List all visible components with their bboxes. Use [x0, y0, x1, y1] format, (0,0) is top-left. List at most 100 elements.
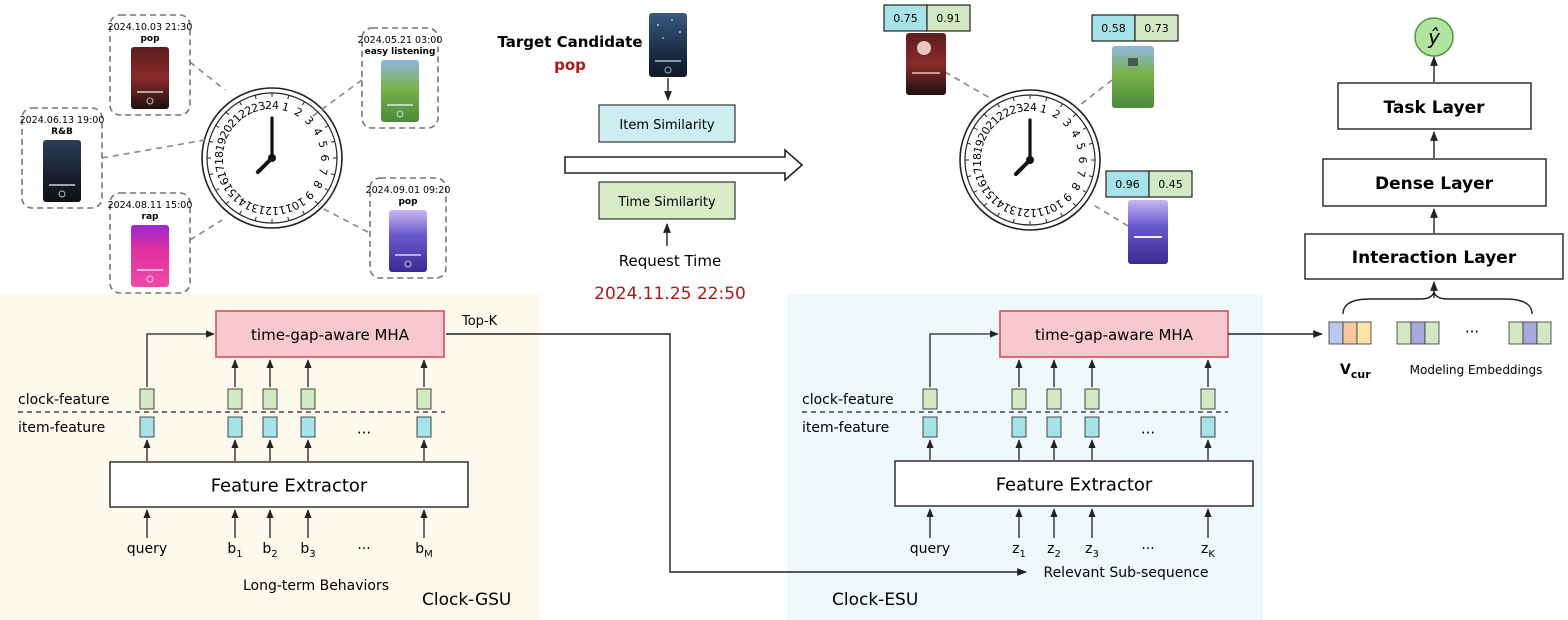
clock-number: 10 — [289, 194, 308, 212]
item-feature-square — [139, 416, 155, 438]
module-caption: Long-term Behaviors — [243, 578, 389, 594]
clock-feature-square — [139, 388, 155, 410]
item-similarity-score: 0.96 — [1115, 178, 1140, 191]
clock-number: 14 — [994, 196, 1013, 214]
clock-number: 20 — [975, 124, 993, 143]
clock-number: 6 — [318, 155, 331, 162]
mha-label: time-gap-aware MHA — [1035, 326, 1194, 344]
y-hat-output — [1414, 17, 1454, 57]
history-card-time: 2024.08.11 15:00 — [108, 200, 193, 211]
clock-feature-square — [1046, 388, 1062, 410]
input-label: z1 — [1012, 541, 1026, 560]
album-cover-pop-icon — [131, 47, 169, 109]
input-label: z3 — [1085, 541, 1099, 560]
clock-feature-square — [416, 388, 432, 410]
embeddings-ellipsis: ··· — [1465, 323, 1479, 341]
item-feature-square — [1084, 416, 1100, 438]
clock-number: 6 — [1076, 157, 1089, 164]
clock-number: 11 — [277, 201, 294, 217]
modeling-embedding-1 — [1396, 321, 1440, 345]
left-dashed-connectors — [101, 61, 369, 241]
item-feature-square — [922, 416, 938, 438]
item-similarity-score: 0.75 — [893, 12, 918, 25]
right-album-cover-purple-icon — [1128, 200, 1168, 264]
feature-extractor-label: Feature Extractor — [211, 476, 368, 497]
item-feature-label: item-feature — [802, 420, 889, 436]
album-cover-dark-icon — [43, 140, 81, 202]
mha-box — [999, 310, 1229, 358]
modeling-embedding-2 — [1508, 321, 1552, 345]
clock-number: 1 — [1039, 102, 1049, 116]
feature-extractor-box — [894, 460, 1254, 507]
target-candidate-label: Target Candidate — [497, 33, 642, 51]
mha-label: time-gap-aware MHA — [251, 326, 410, 344]
top-k-label: Top-K — [461, 314, 498, 329]
clock-number: 10 — [1047, 196, 1066, 214]
clock-number: 22 — [994, 105, 1013, 123]
time-similarity-score: 0.45 — [1158, 178, 1183, 191]
input-label: bM — [415, 541, 433, 560]
similarity-score-pair: 0.96 0.45 — [1105, 170, 1193, 198]
target-album-cover-starry-icon — [649, 13, 687, 77]
input-label: z2 — [1047, 541, 1061, 560]
input-label: ··· — [357, 541, 370, 557]
time-similarity-score: 0.73 — [1144, 22, 1169, 35]
request-time-value: 2024.11.25 22:50 — [594, 284, 746, 304]
dense-layer-box — [1322, 158, 1547, 207]
clock-feature-square — [227, 388, 243, 410]
clock-feature-square — [922, 388, 938, 410]
clock-number: 19 — [971, 138, 987, 155]
task-layer-box — [1337, 82, 1532, 130]
clock-number: 23 — [250, 99, 267, 115]
clock-number: 24 — [1023, 101, 1037, 114]
clock-number: 20 — [217, 122, 235, 141]
input-label: b2 — [262, 541, 277, 560]
clock-number: 14 — [236, 194, 255, 212]
task-layer-label: Task Layer — [1384, 98, 1486, 118]
interaction-layer-box — [1304, 233, 1564, 280]
clock-feature-square — [1200, 388, 1216, 410]
clock-number: 19 — [213, 136, 229, 153]
history-card-time: 2024.10.03 21:30 — [108, 22, 193, 33]
time-similarity-box — [598, 181, 736, 220]
input-label: query — [910, 541, 950, 557]
top-k-connector — [446, 333, 1027, 576]
clock-feature-label: clock-feature — [18, 392, 110, 408]
history-card-genre: rap — [142, 212, 160, 222]
feature-extractor-label: Feature Extractor — [996, 475, 1153, 496]
album-cover-landscape-icon — [381, 60, 419, 122]
clock-number: 18 — [971, 153, 984, 167]
clock-number: 22 — [236, 103, 255, 121]
right-album-cover-pop-icon — [906, 33, 946, 95]
clock-feature-square — [1084, 388, 1100, 410]
clock-number: 11 — [1035, 203, 1052, 219]
module-caption: Relevant Sub-sequence — [1043, 565, 1208, 581]
y-hat-label: ŷ — [1427, 25, 1441, 49]
history-card-genre: pop — [398, 197, 418, 207]
clock-number: 18 — [213, 151, 226, 165]
history-card: 2024.06.13 19:00R&B — [20, 107, 105, 209]
time-similarity-label: Time Similarity — [617, 195, 716, 210]
clock-number: 23 — [1008, 101, 1025, 117]
transition-arrow — [564, 148, 804, 182]
clock-number: 17 — [213, 163, 229, 180]
request-time-label: Request Time — [619, 252, 721, 270]
item-similarity-box — [598, 104, 736, 143]
clock-number: 5 — [1074, 141, 1088, 151]
item-feature-label: item-feature — [18, 420, 105, 436]
history-card-genre: pop — [140, 34, 160, 44]
input-label: b1 — [227, 541, 242, 560]
clock-number: 16 — [975, 177, 993, 196]
item-feature-square — [300, 416, 316, 438]
right-album-covers — [906, 33, 1168, 264]
history-card-time: 2024.09.01 09:20 — [366, 185, 451, 196]
clock-number: 24 — [265, 99, 279, 112]
history-card-time: 2024.06.13 19:00 — [20, 115, 105, 126]
